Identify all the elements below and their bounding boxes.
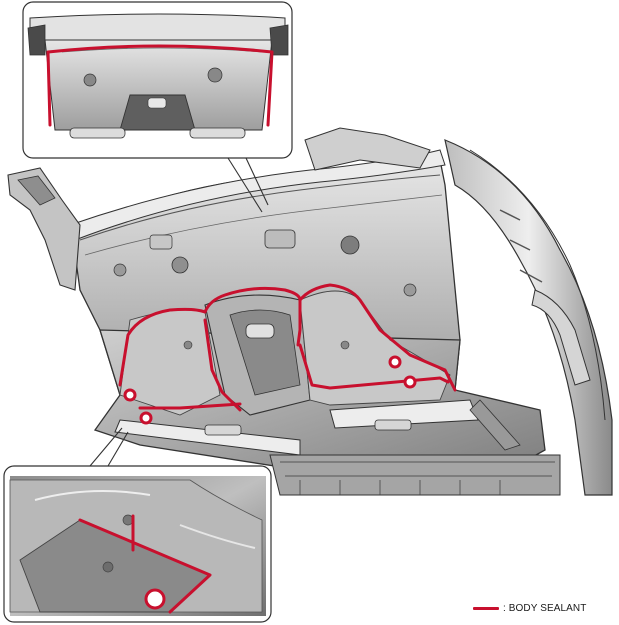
sealant-ring-left-1 <box>123 388 137 402</box>
sealant-bead-tunnel <box>203 286 302 347</box>
sealant-bead-left-floor <box>138 402 242 410</box>
legend-sealant-swatch <box>473 607 499 610</box>
sealant-bead-right-footwell <box>298 283 457 392</box>
sealant-bead-right-floor <box>298 343 450 390</box>
callout-upper-dash-panel <box>22 1 293 213</box>
sealant-ring-right-1 <box>388 355 402 369</box>
callout-lower-floor-panel <box>3 427 272 623</box>
sealant-ring-right-2 <box>403 375 417 389</box>
sealant-bead-left-footwell <box>118 307 207 387</box>
sealant-bead-tunnel-left-side <box>203 318 242 412</box>
vehicle-body-floor-assembly <box>7 127 613 496</box>
legend: : BODY SEALANT <box>473 603 586 614</box>
sealant-ring-left-2 <box>139 411 153 425</box>
legend-sealant-label: : BODY SEALANT <box>503 603 587 614</box>
